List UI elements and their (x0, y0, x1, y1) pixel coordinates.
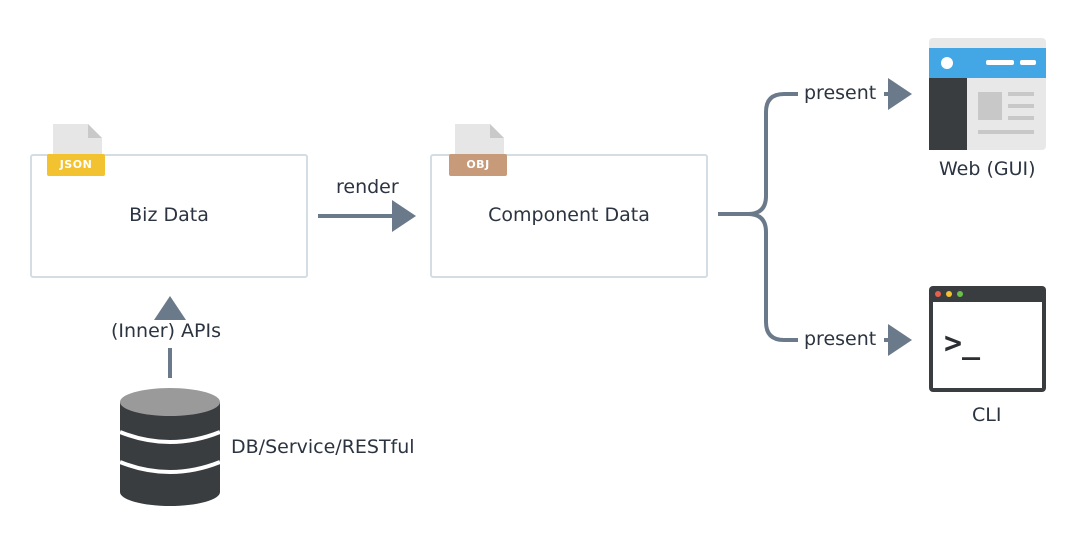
database-icon (119, 388, 221, 506)
apis-label: (Inner) APIs (111, 320, 222, 342)
db-label: DB/Service/RESTful (231, 436, 415, 458)
present-cli-label: present (804, 328, 877, 350)
component-data-label: Component Data (488, 204, 650, 226)
obj-badge: OBJ (449, 154, 507, 176)
terminal-prompt: >_ (944, 326, 981, 361)
cli-label: CLI (972, 404, 1002, 426)
present-brace (718, 92, 798, 342)
render-label: render (336, 176, 399, 198)
terminal-icon (929, 286, 1046, 392)
json-badge: JSON (47, 154, 105, 176)
web-browser-icon (929, 38, 1046, 150)
present-web-label: present (804, 82, 877, 104)
web-gui-label: Web (GUI) (939, 158, 1036, 180)
biz-data-label: Biz Data (129, 204, 209, 226)
